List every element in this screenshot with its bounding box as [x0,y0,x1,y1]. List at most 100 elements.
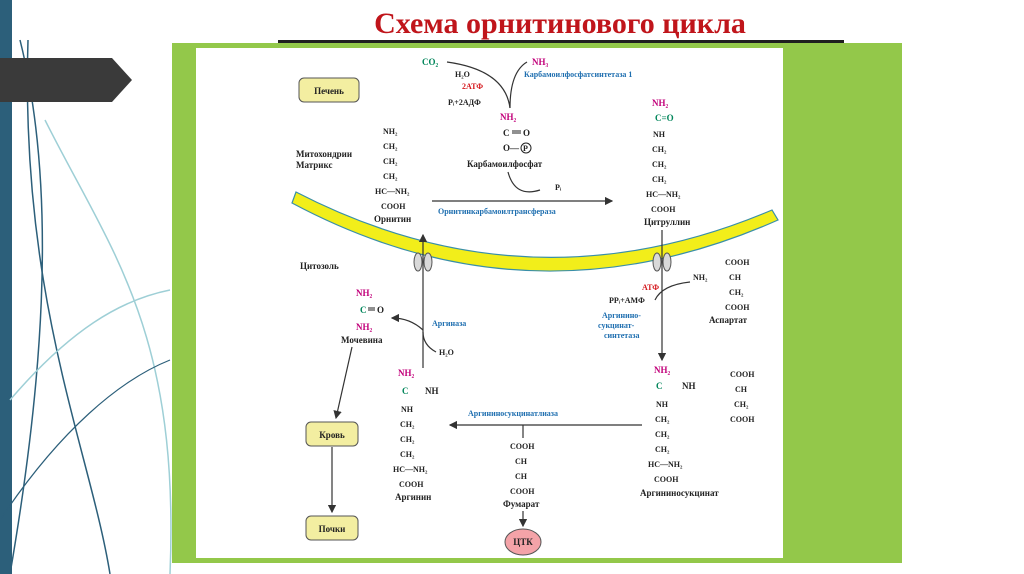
svg-text:COOH: COOH [510,487,535,496]
svg-text:NH₂: NH₂ [356,288,373,298]
arginine-name: Аргинин [395,492,431,502]
svg-text:COOH: COOH [381,202,406,211]
cps1-enzyme: Карбамоилфосфатсинтетаза 1 [524,70,632,79]
carbamoyl-name: Карбамоилфосфат [467,159,543,169]
carbamoyl-phosphate: NH₂ C O O— P Карбамоилфосфат [467,112,543,169]
nh3: NH₃ [532,57,549,67]
svg-text:O: O [523,128,530,138]
svg-text:CH: CH [515,457,528,466]
arginase-arrow [390,313,424,331]
svg-text:CH₂: CH₂ [400,435,415,444]
svg-text:C: C [360,305,367,315]
svg-text:CH₂: CH₂ [655,430,670,439]
ass-ppi: PPᵢ+АМФ [609,296,645,305]
svg-text:NH: NH [682,381,696,391]
svg-text:CH₂: CH₂ [383,142,398,151]
argininosuccinate-name: Аргининосукцинат [640,488,719,498]
urea-name: Мочевина [341,335,383,345]
svg-text:COOH: COOH [654,475,679,484]
argininosuccinate: NH₂ C NH NH CH₂ CH₂ CH₂ HC—NH₂ COOH COOH… [640,365,755,498]
label-cytosol: Цитозоль [300,261,339,271]
label-mito: Митохондрии [296,149,352,159]
svg-text:C=O: C=O [655,113,674,123]
otc-pi: Pᵢ [555,183,562,192]
svg-text:CH₂: CH₂ [652,145,667,154]
svg-text:COOH: COOH [730,415,755,424]
fumarate-name: Фумарат [503,499,540,509]
title-underline [278,40,844,43]
svg-text:HC—NH₂: HC—NH₂ [648,460,683,469]
svg-text:HC—NH₂: HC—NH₂ [393,465,428,474]
box-ctk-label: ЦТК [513,537,533,547]
svg-text:COOH: COOH [651,205,676,214]
svg-text:NH: NH [425,386,439,396]
svg-text:NH: NH [401,405,414,414]
box-blood-label: Кровь [319,430,345,440]
svg-text:CH: CH [729,273,742,282]
ass-enzyme-1: Аргинино- [602,311,641,320]
arginine: NH₂ C NH NH CH₂ CH₂ CH₂ HC—NH₂ COOH Арги… [393,368,439,502]
aspartate: COOH CH CH₂ COOH NH₂ Аспартат [693,258,750,325]
asl-enzyme: Аргининосукцинатлиаза [468,409,558,418]
svg-text:C: C [402,386,409,396]
left-decoration [0,0,172,574]
cps1-arrow [446,61,511,109]
svg-text:NH₂: NH₂ [500,112,517,122]
svg-text:CH₂: CH₂ [734,400,749,409]
co2: CO₂ [422,57,439,67]
svg-text:CH₂: CH₂ [652,175,667,184]
arginase-enzyme: Аргиназа [432,319,466,328]
otc-enzyme: Орнитинкарбамоилтрансфераза [438,207,556,216]
svg-text:C: C [656,381,663,391]
ornithine-name: Орнитин [374,214,411,224]
box-kidneys: Почки [305,515,359,541]
svg-text:NH₂: NH₂ [654,365,671,375]
svg-text:NH₂: NH₂ [693,273,708,282]
ass-enzyme-3: синтетаза [604,331,640,340]
svg-text:NH₂: NH₂ [398,368,415,378]
svg-text:HC—NH₂: HC—NH₂ [375,187,410,196]
svg-text:CH₂: CH₂ [729,288,744,297]
svg-text:P: P [523,144,528,153]
svg-text:O—: O— [503,143,520,153]
svg-text:CH₂: CH₂ [383,172,398,181]
box-liver: Печень [298,77,360,103]
svg-text:COOH: COOH [510,442,535,451]
atp2: 2АТФ [462,82,483,91]
box-blood: Кровь [305,421,359,447]
transporter-right [652,252,672,272]
pi-adp: Pᵢ+2АДФ [448,98,481,107]
svg-text:COOH: COOH [399,480,424,489]
citrulline-name: Цитруллин [644,217,690,227]
h2o-top: H₂O [455,70,470,79]
svg-text:CH: CH [735,385,748,394]
membrane [291,191,779,272]
aspartate-name: Аспартат [709,315,748,325]
svg-text:CH₂: CH₂ [400,450,415,459]
svg-text:CH₂: CH₂ [652,160,667,169]
citrulline: NH₂ C=O NH CH₂ CH₂ CH₂ HC—NH₂ COOH Цитру… [644,98,690,227]
svg-text:O: O [377,305,384,315]
slide-title: Схема орнитинового цикла [374,7,746,40]
ass-atp: АТФ [642,283,659,292]
ass-enzyme-2: сукцинат- [598,321,635,330]
svg-text:CH₂: CH₂ [655,415,670,424]
box-kidneys-label: Почки [319,524,346,534]
arrow-banner [0,58,132,102]
svg-text:NH: NH [656,400,669,409]
box-liver-label: Печень [314,86,344,96]
urea-to-blood [333,346,353,420]
svg-text:C: C [503,128,510,138]
svg-text:NH₂: NH₂ [356,322,373,332]
svg-text:COOH: COOH [725,303,750,312]
svg-text:COOH: COOH [725,258,750,267]
transporter-left [413,252,433,272]
svg-text:NH₂: NH₂ [652,98,669,108]
ornithine: NH₂ CH₂ CH₂ CH₂ HC—NH₂ COOH Орнитин [374,127,411,224]
svg-text:CH₂: CH₂ [400,420,415,429]
label-matrix: Матрикс [296,160,332,170]
svg-text:NH₂: NH₂ [383,127,398,136]
svg-text:CH: CH [515,472,528,481]
urea: NH₂ C O NH₂ Мочевина [341,288,384,345]
